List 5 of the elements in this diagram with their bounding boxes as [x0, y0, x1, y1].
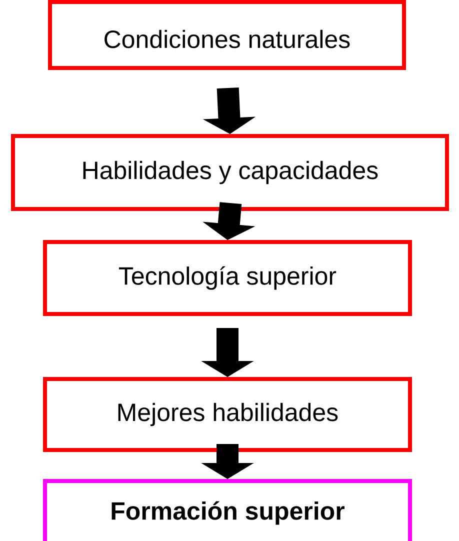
process-box: Tecnología superior	[43, 240, 412, 316]
process-box: Condiciones naturales	[48, 0, 406, 70]
process-box: Habilidades y capacidades	[11, 134, 449, 211]
process-box: Formación superior	[43, 479, 412, 541]
process-box: Mejores habilidades	[43, 377, 412, 452]
